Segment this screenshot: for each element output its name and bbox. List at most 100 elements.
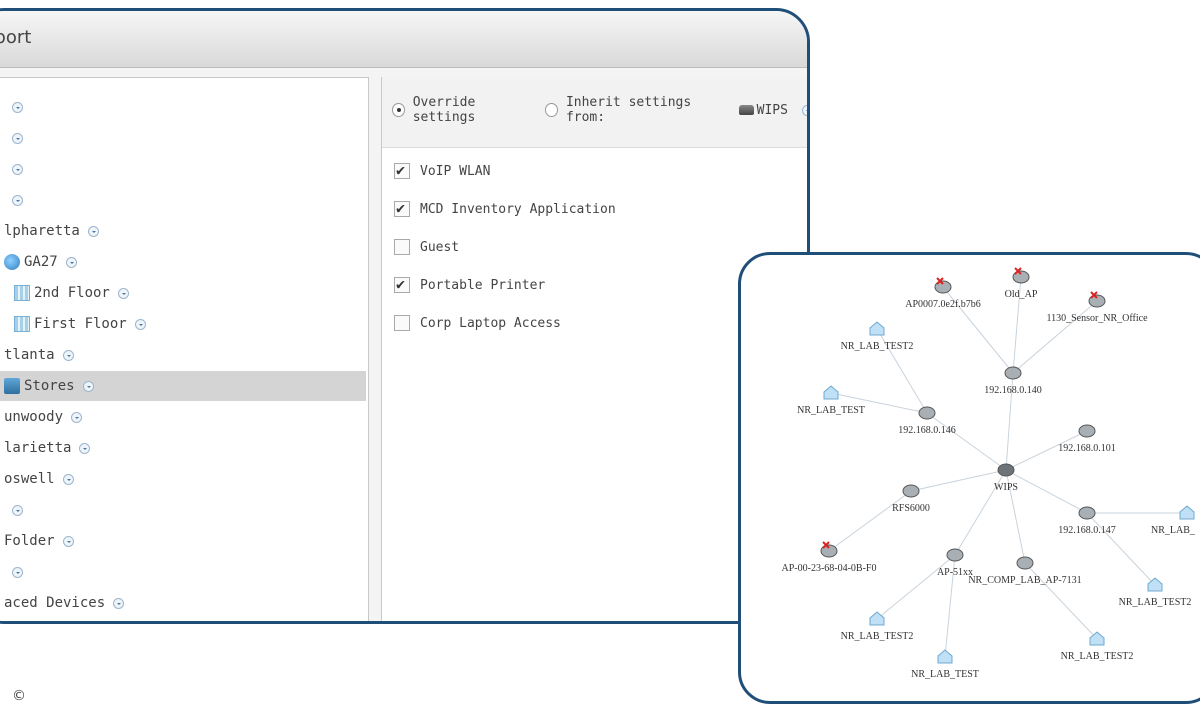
topology-link xyxy=(954,469,1007,556)
expand-icon[interactable] xyxy=(12,194,23,206)
topology-node-label: NR_LAB_TEST xyxy=(797,405,865,416)
override-radio[interactable] xyxy=(392,103,405,117)
expand-icon[interactable] xyxy=(82,380,94,392)
client-icon[interactable]: NR_LAB_ xyxy=(1151,505,1196,536)
expand-icon[interactable] xyxy=(71,411,83,423)
topology-node-label: WIPS xyxy=(994,482,1018,493)
tree-item[interactable]: unwoody xyxy=(0,402,366,432)
expand-icon[interactable] xyxy=(62,535,74,547)
topology-link xyxy=(1024,562,1098,640)
expand-icon[interactable] xyxy=(79,442,91,454)
window-title: pport xyxy=(0,27,32,48)
site-icon xyxy=(4,254,20,270)
expand-icon[interactable] xyxy=(12,504,23,516)
rogue-ap-icon[interactable]: AP-00-23-68-04-0B-F0 xyxy=(782,541,877,574)
rogue-ap-icon[interactable]: 1130_Sensor_NR_Office xyxy=(1046,291,1148,324)
topology-node-label: NR_LAB_TEST2 xyxy=(841,631,914,642)
expand-icon[interactable] xyxy=(12,163,23,175)
rogue-ap-icon[interactable]: AP0007.0e2f.b7b6 xyxy=(905,277,981,310)
expand-icon[interactable] xyxy=(12,132,23,144)
tree-item[interactable]: oswell xyxy=(0,464,366,494)
topology-node-label: 192.168.0.146 xyxy=(898,425,956,436)
topology-link xyxy=(828,490,912,552)
tree-item[interactable] xyxy=(0,154,366,184)
topology-link xyxy=(876,328,928,414)
topology-node-label: NR_LAB_TEST xyxy=(911,669,979,680)
expand-icon[interactable] xyxy=(62,349,74,361)
access-point-icon[interactable]: 192.168.0.147 xyxy=(1058,506,1116,536)
tree-item[interactable]: aced Devices xyxy=(0,588,366,618)
wlan-checkbox[interactable] xyxy=(394,315,410,331)
rogue-ap-icon[interactable]: Old_AP xyxy=(1005,267,1038,300)
client-icon[interactable]: NR_LAB_TEST xyxy=(911,649,979,680)
tree-item[interactable]: 2nd Floor xyxy=(0,278,366,308)
wlan-item: Portable Printer xyxy=(394,275,545,293)
topology-link xyxy=(830,392,928,414)
tree-item[interactable]: lpharetta xyxy=(0,216,366,246)
wlan-checkbox[interactable] xyxy=(394,161,410,179)
access-point-icon[interactable]: 192.168.0.146 xyxy=(898,406,956,436)
inheritance-options: Override settings Inherit settings from:… xyxy=(392,95,807,125)
expand-icon[interactable] xyxy=(65,256,77,268)
topology-node-label: Old_AP xyxy=(1005,289,1038,300)
access-point-icon[interactable]: 192.168.0.140 xyxy=(984,366,1042,396)
tree-item[interactable] xyxy=(0,92,366,122)
client-icon[interactable]: NR_LAB_TEST2 xyxy=(841,611,914,642)
wlan-checkbox[interactable] xyxy=(394,239,410,255)
wlan-label: MCD Inventory Application xyxy=(420,201,616,217)
wlan-settings-panel: Override settings Inherit settings from:… xyxy=(381,77,807,621)
expand-icon[interactable] xyxy=(12,566,23,578)
inherit-source-value[interactable]: WIPS xyxy=(756,102,788,118)
title-bar: pport xyxy=(0,11,807,68)
inherit-radio[interactable] xyxy=(545,103,558,117)
inherit-source-dropdown-icon[interactable] xyxy=(801,104,807,116)
copyright-mark: © xyxy=(12,688,26,704)
client-icon[interactable]: NR_LAB_TEST2 xyxy=(841,321,914,352)
topology-node-label: 1130_Sensor_NR_Office xyxy=(1046,313,1148,324)
tree-item-label: oswell xyxy=(4,471,55,487)
topology-node-label: NR_COMP_LAB_AP-7131 xyxy=(968,575,1081,586)
expand-icon[interactable] xyxy=(87,225,99,237)
topology-link xyxy=(1005,430,1088,471)
controller-icon[interactable]: WIPS xyxy=(994,463,1018,493)
topology-node-label: 192.168.0.147 xyxy=(1058,525,1116,536)
client-icon[interactable]: NR_LAB_TEST xyxy=(797,385,865,416)
expand-icon[interactable] xyxy=(12,101,23,113)
tree-item-label: unwoody xyxy=(4,409,64,425)
client-icon[interactable]: NR_LAB_TEST2 xyxy=(1061,631,1134,662)
wlan-checkbox[interactable] xyxy=(394,199,410,217)
topology-window: WIPS 192.168.0.140 192.168.0.146 192.168.0.… xyxy=(738,252,1200,704)
topology-link xyxy=(1012,276,1022,374)
client-icon[interactable]: NR_LAB_TEST2 xyxy=(1119,577,1192,608)
access-point-icon[interactable]: AP-51xx xyxy=(937,548,973,578)
wlan-item: Guest xyxy=(394,239,459,255)
tree-item[interactable]: GA27 xyxy=(0,247,366,277)
wlan-item: MCD Inventory Application xyxy=(394,199,616,217)
tree-item[interactable]: tlanta xyxy=(0,340,366,370)
tree-item[interactable] xyxy=(0,557,366,587)
tree-item[interactable]: Folder xyxy=(0,526,366,556)
tree-item[interactable] xyxy=(0,495,366,525)
tree-item[interactable] xyxy=(0,185,366,215)
floor-icon xyxy=(14,285,30,301)
tree-item[interactable]: First Floor xyxy=(0,309,366,339)
expand-icon[interactable] xyxy=(134,318,146,330)
access-point-icon[interactable]: 192.168.0.101 xyxy=(1058,424,1116,454)
topology-node-label: RFS6000 xyxy=(892,503,930,514)
access-point-icon[interactable]: NR_COMP_LAB_AP-7131 xyxy=(968,556,1082,586)
inherit-label: Inherit settings from: xyxy=(565,95,692,125)
tree-item[interactable]: Stores xyxy=(0,371,366,401)
expand-icon[interactable] xyxy=(113,597,125,609)
topology-link xyxy=(1086,512,1156,586)
expand-icon[interactable] xyxy=(117,287,129,299)
tree-item[interactable] xyxy=(0,123,366,153)
floor-icon xyxy=(14,316,30,332)
topology-node-label: NR_LAB_TEST2 xyxy=(841,341,914,352)
expand-icon[interactable] xyxy=(62,473,74,485)
wlan-checkbox[interactable] xyxy=(394,275,410,293)
stores-icon xyxy=(4,378,20,394)
access-point-icon[interactable]: RFS6000 xyxy=(892,484,930,514)
tree-item-label: aced Devices xyxy=(4,595,106,611)
tree-item[interactable]: larietta xyxy=(0,433,366,463)
